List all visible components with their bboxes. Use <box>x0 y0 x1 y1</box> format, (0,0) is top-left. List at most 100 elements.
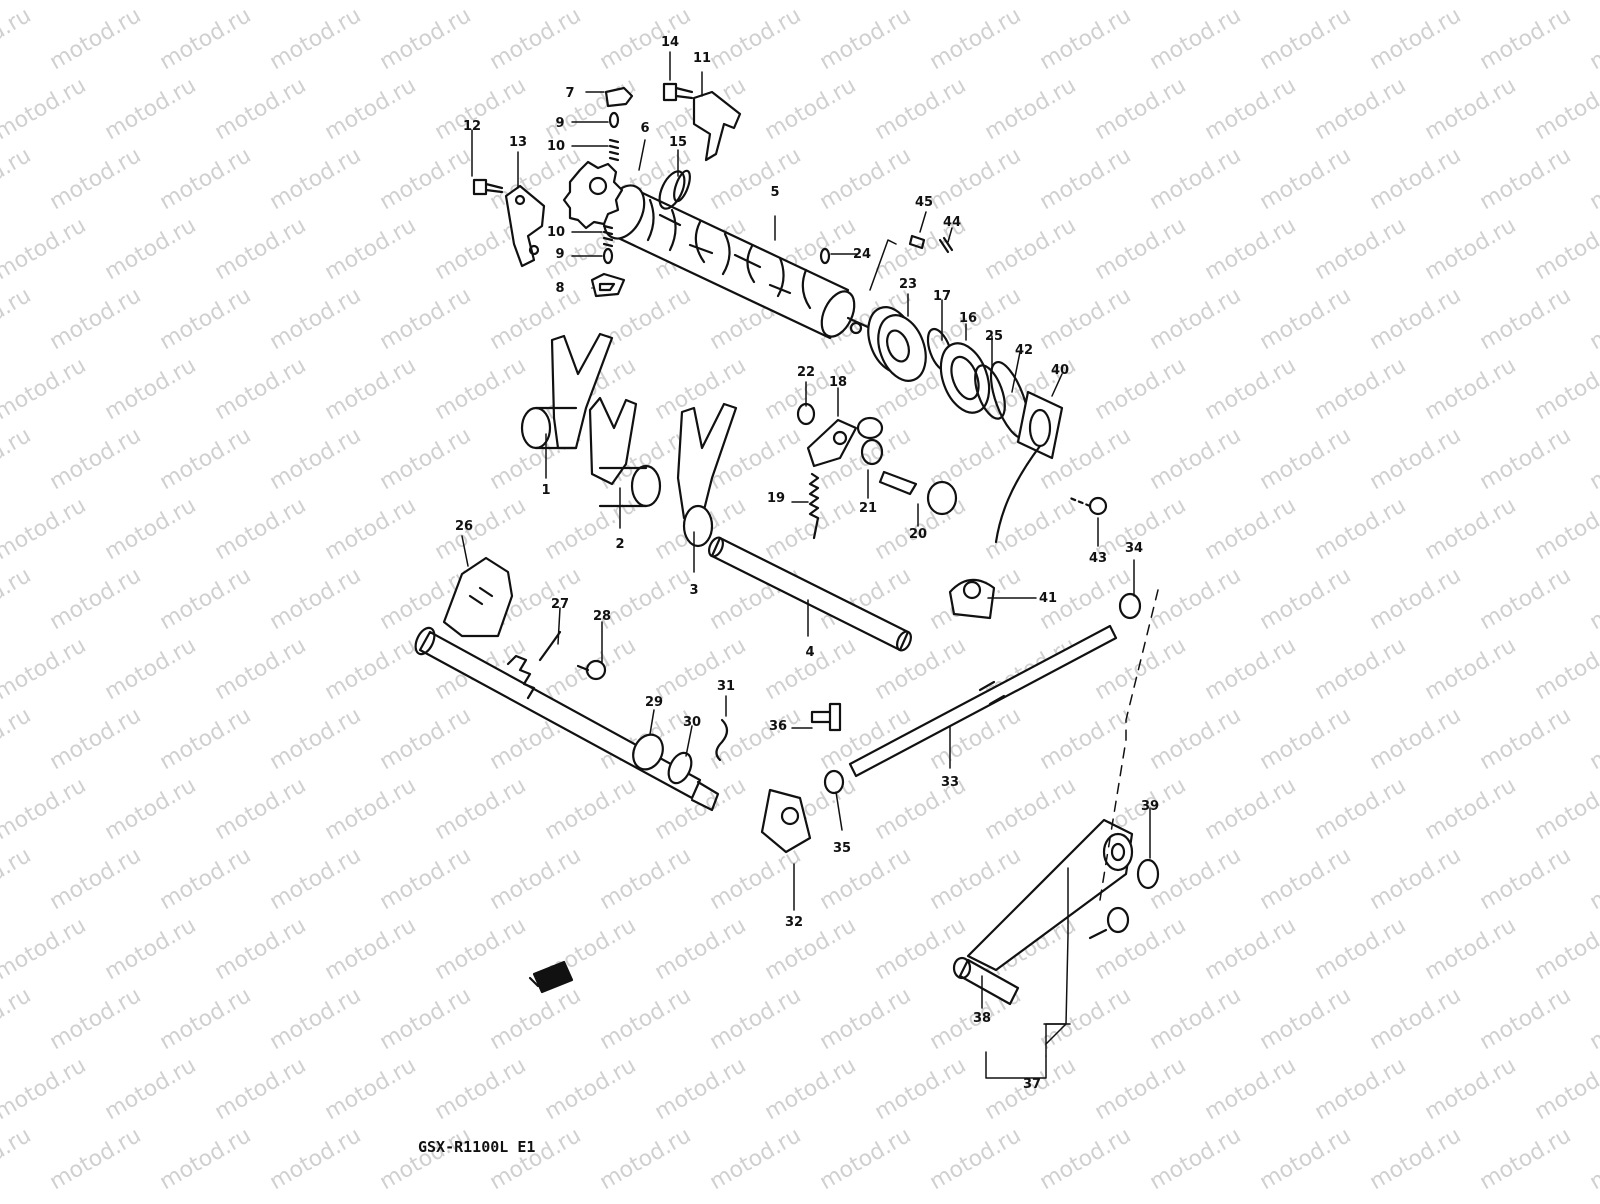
watermark-text: motod.ru <box>1476 983 1576 1055</box>
stopper-circlip <box>798 404 814 424</box>
cam-stopper-pin <box>610 113 618 127</box>
watermark-text: motod.ru <box>1311 1053 1411 1125</box>
watermark-text: motod.ru <box>1366 1123 1466 1195</box>
callout-29: 29 <box>645 695 663 710</box>
watermark-text: motod.ru <box>1256 703 1356 775</box>
watermark-text: motod.ru <box>761 1053 861 1125</box>
watermark-text: motod.ru <box>1146 283 1246 355</box>
watermark-text: motod.ru <box>431 1053 531 1125</box>
callout-33: 33 <box>941 775 959 790</box>
rod-nut <box>1120 594 1140 618</box>
watermark-text: motod.ru <box>1586 143 1600 215</box>
watermark-text: motod.ru <box>46 703 146 775</box>
watermark-text: motod.ru <box>1091 353 1191 425</box>
watermark-text: motod.ru <box>1201 773 1301 845</box>
watermark-text: motod.ru <box>1586 983 1600 1055</box>
watermark-text: motod.ru <box>871 0 971 5</box>
callout-22: 22 <box>797 365 815 380</box>
watermark-text: motod.ru <box>266 983 366 1055</box>
callout-16: 16 <box>959 311 977 326</box>
watermark-text: motod.ru <box>1201 1053 1301 1125</box>
watermark-text: motod.ru <box>0 983 35 1055</box>
watermark-text: motod.ru <box>596 563 696 635</box>
lever-pivot <box>1090 908 1128 938</box>
callout-1: 1 <box>541 483 550 498</box>
watermark-text: motod.ru <box>1256 143 1356 215</box>
watermark-text: motod.ru <box>1476 283 1576 355</box>
watermark-text: motod.ru <box>1531 73 1600 145</box>
callout-26: 26 <box>455 519 473 534</box>
watermark-text: motod.ru <box>1476 423 1576 495</box>
watermark-text: motod.ru <box>1476 143 1576 215</box>
watermark-text: motod.ru <box>321 493 421 565</box>
watermark-text: motod.ru <box>1036 983 1136 1055</box>
watermark-text: motod.ru <box>1311 633 1411 705</box>
watermark-text: motod.ru <box>1091 73 1191 145</box>
callout-45: 45 <box>915 195 933 210</box>
watermark-text: motod.ru <box>0 353 90 425</box>
watermark-text: motod.ru <box>1146 143 1246 215</box>
watermark-text: motod.ru <box>1421 493 1521 565</box>
watermark-text: motod.ru <box>1531 1053 1600 1125</box>
watermark-text: motod.ru <box>1201 493 1301 565</box>
callout-36: 36 <box>769 719 787 734</box>
watermark-text: motod.ru <box>761 73 861 145</box>
watermark-text: motod.ru <box>1366 283 1466 355</box>
watermark-text: motod.ru <box>1421 633 1521 705</box>
watermark-text: motod.ru <box>321 0 421 5</box>
watermark-text: motod.ru <box>596 983 696 1055</box>
callout-21: 21 <box>859 501 877 516</box>
watermark-text: motod.ru <box>321 353 421 425</box>
callout-17: 17 <box>933 289 951 304</box>
watermark-text: motod.ru <box>101 0 201 5</box>
watermark-text: motod.ru <box>0 283 35 355</box>
watermark-text: motod.ru <box>1311 773 1411 845</box>
watermark-text: motod.ru <box>651 0 751 5</box>
watermark-text: motod.ru <box>1146 563 1246 635</box>
watermark-text: motod.ru <box>1311 353 1411 425</box>
watermark-text: motod.ru <box>1586 283 1600 355</box>
watermark-text: motod.ru <box>101 493 201 565</box>
watermark-text: motod.ru <box>486 1123 586 1195</box>
watermark-text: motod.ru <box>1091 1053 1191 1125</box>
callout-13: 13 <box>509 135 527 150</box>
watermark-text: motod.ru <box>1586 3 1600 75</box>
watermark-text: motod.ru <box>871 73 971 145</box>
watermark-text: motod.ru <box>0 913 90 985</box>
watermark-text: motod.ru <box>1091 913 1191 985</box>
watermark-text: motod.ru <box>1421 213 1521 285</box>
watermark-text: motod.ru <box>1421 1053 1521 1125</box>
watermark-text: motod.ru <box>486 3 586 75</box>
watermark-text: motod.ru <box>926 703 1026 775</box>
watermark-text: motod.ru <box>1256 1123 1356 1195</box>
watermark-text: motod.ru <box>321 633 421 705</box>
watermark-text: motod.ru <box>1036 143 1136 215</box>
watermark-text: motod.ru <box>266 703 366 775</box>
watermark-text: motod.ru <box>981 73 1081 145</box>
watermark-text: motod.ru <box>761 913 861 985</box>
watermark-text: motod.ru <box>1421 353 1521 425</box>
watermark-text: motod.ru <box>1256 283 1356 355</box>
callout-38: 38 <box>973 1011 991 1026</box>
callout-6: 6 <box>640 121 649 136</box>
watermark-text: motod.ru <box>1476 563 1576 635</box>
watermark-text: motod.ru <box>266 143 366 215</box>
watermark-text: motod.ru <box>431 353 531 425</box>
watermark-text: motod.ru <box>1366 983 1466 1055</box>
watermark-text: motod.ru <box>1146 843 1246 915</box>
watermark-text: motod.ru <box>486 983 586 1055</box>
watermark-text: motod.ru <box>926 843 1026 915</box>
watermark-text: motod.ru <box>1531 493 1600 565</box>
watermark-text: motod.ru <box>1586 563 1600 635</box>
watermark-text: motod.ru <box>926 143 1026 215</box>
watermark-text: motod.ru <box>266 283 366 355</box>
watermark-text: motod.ru <box>0 213 90 285</box>
watermark-text: motod.ru <box>761 633 861 705</box>
watermark-text: motod.ru <box>211 73 311 145</box>
watermark-text: motod.ru <box>1256 563 1356 635</box>
watermark-text: motod.ru <box>981 773 1081 845</box>
watermark-text: motod.ru <box>431 0 531 5</box>
callout-5: 5 <box>770 185 779 200</box>
watermark-text: motod.ru <box>0 73 90 145</box>
callout-12: 12 <box>463 119 481 134</box>
